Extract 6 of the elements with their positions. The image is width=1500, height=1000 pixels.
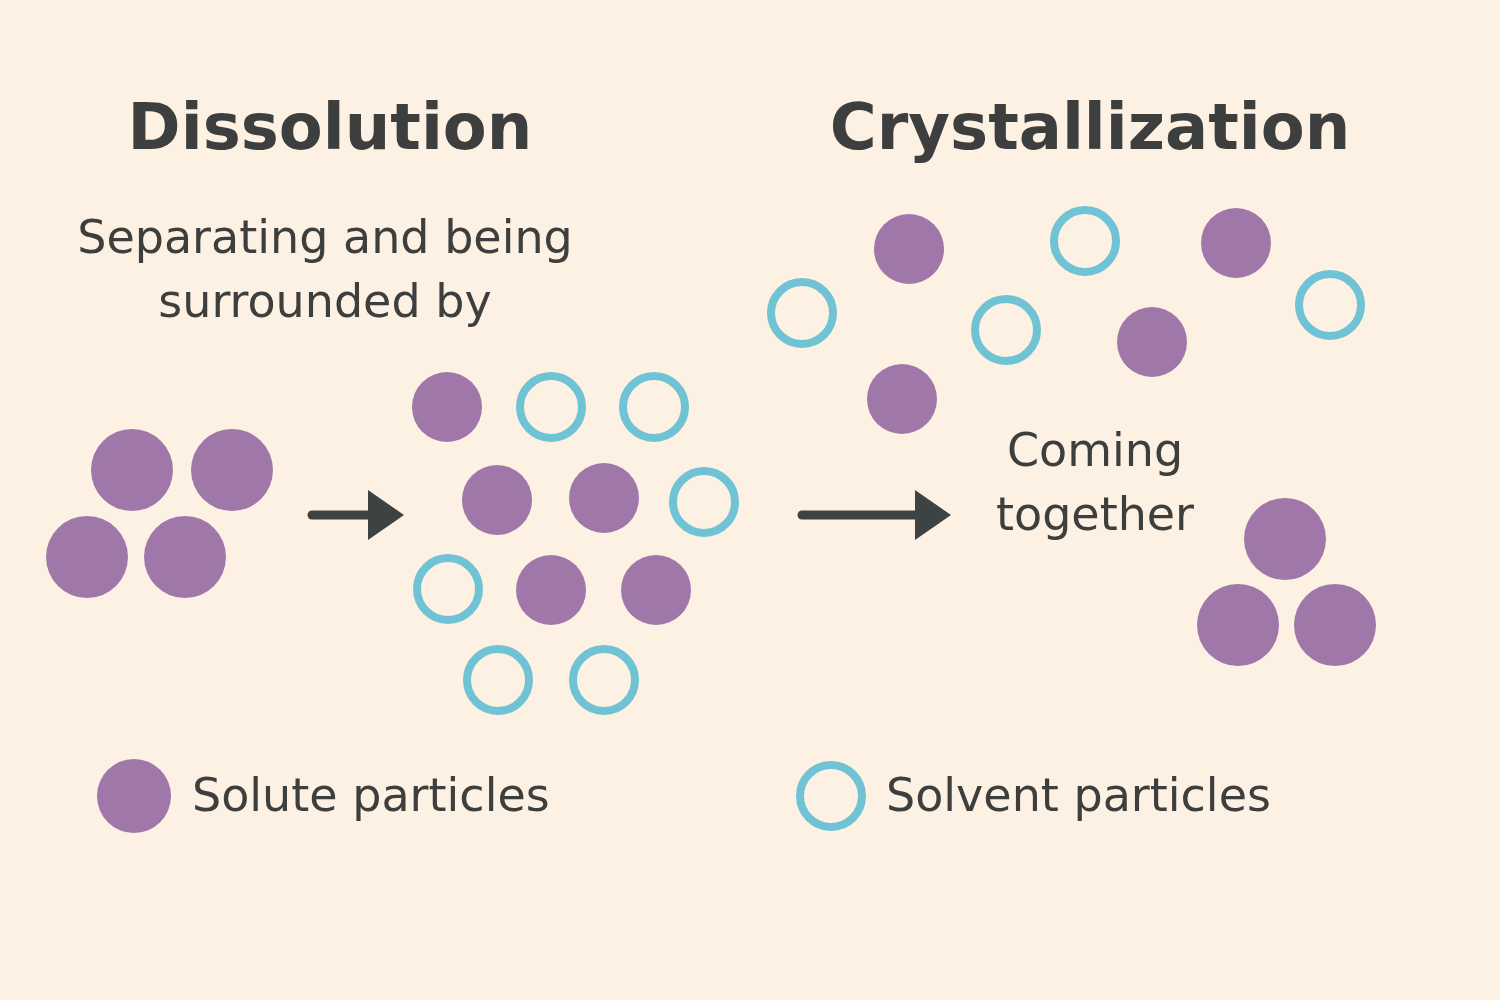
heading: Dissolution bbox=[126, 92, 534, 163]
legend-label: Solute particles bbox=[192, 768, 550, 822]
description-text: Coming together bbox=[994, 422, 1196, 544]
heading: Crystallization bbox=[828, 92, 1352, 163]
description-text: Separating and being surrounded by bbox=[76, 209, 574, 331]
legend-label: Solvent particles bbox=[886, 768, 1271, 822]
